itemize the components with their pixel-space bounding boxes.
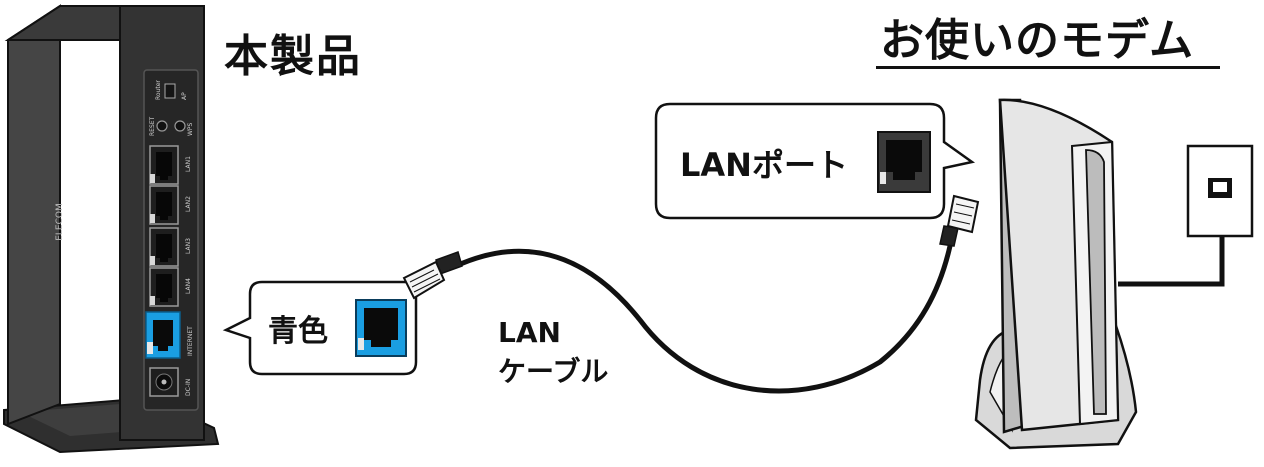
wall-jack-icon	[1186, 144, 1254, 238]
reset-label: RESET	[149, 116, 156, 136]
lan3-label: LAN3	[185, 238, 192, 254]
router-brand: ELECOM	[55, 203, 65, 241]
internet-port: INTERNET	[145, 311, 194, 359]
reset-button	[156, 120, 168, 132]
dcin-label: DC-IN	[185, 379, 192, 396]
cable-label-line2: ケーブル	[498, 355, 609, 388]
lan-port-2: LAN2	[149, 185, 192, 225]
blue-port-callout	[222, 280, 418, 376]
lan-port-4: LAN4	[149, 267, 192, 307]
lan-port-3: LAN3	[149, 227, 192, 267]
blue-port-label: 青色	[268, 314, 328, 349]
switch-label-router: Router	[155, 80, 162, 100]
wps-label: WPS	[187, 122, 194, 136]
lan-port-icon	[877, 131, 931, 193]
router-title: 本製品	[224, 31, 362, 82]
lan1-label: LAN1	[185, 156, 192, 172]
lan4-label: LAN4	[185, 278, 192, 294]
mode-switch	[164, 83, 176, 99]
lan-cable	[402, 194, 980, 394]
blue-port-icon	[355, 299, 407, 357]
internet-label: INTERNET	[187, 326, 194, 356]
router-illustration: ELECOM Router AP RESET WPS LAN1 LAN2	[3, 4, 220, 454]
lan2-label: LAN2	[185, 196, 192, 212]
lan-port-1: LAN1	[149, 145, 192, 185]
router-side	[7, 4, 61, 426]
cable-plug-left	[402, 251, 463, 300]
modem-title: お使いのモデム	[880, 15, 1195, 66]
wps-button	[174, 120, 186, 132]
modem-title-underline	[876, 66, 1220, 69]
phone-line	[1118, 144, 1254, 287]
lan-port-callout	[654, 102, 976, 220]
cable-label-line1: LAN	[498, 316, 561, 349]
dc-in-jack: DC-IN	[149, 367, 192, 397]
lan-port-label: LANポート	[680, 146, 848, 184]
cable-wire	[453, 243, 953, 394]
switch-label-ap: AP	[181, 92, 188, 100]
modem-illustration	[974, 98, 1138, 450]
cable-plug-right	[939, 194, 980, 247]
